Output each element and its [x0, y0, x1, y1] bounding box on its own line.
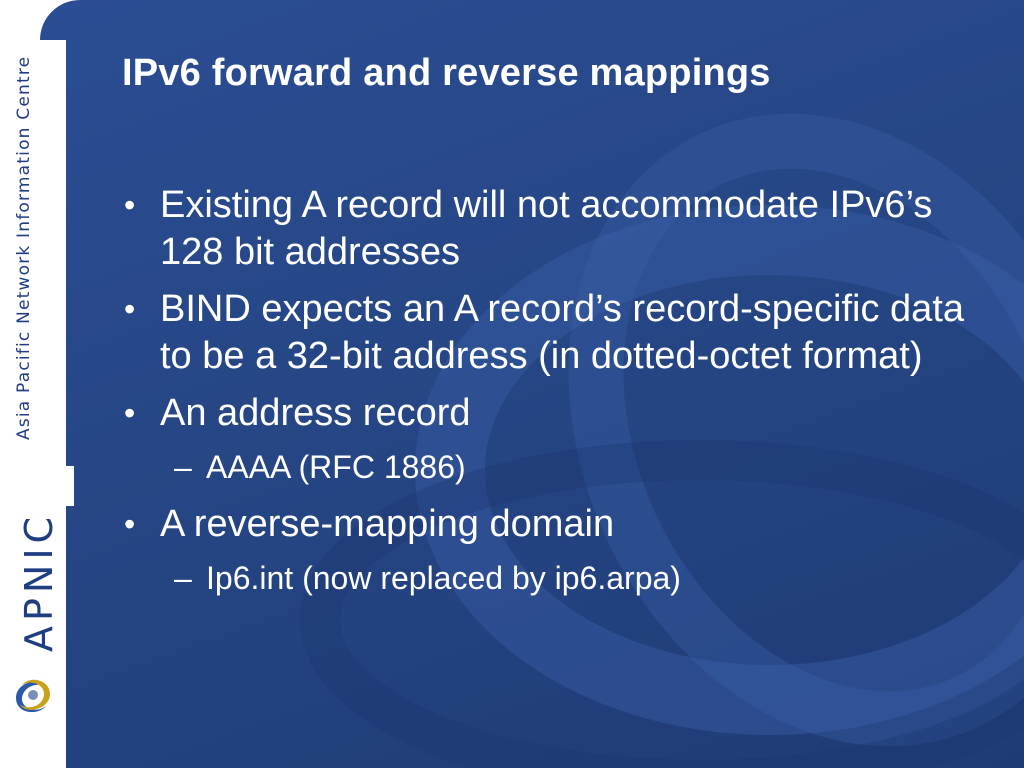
bullet-list: • Existing A record will not accommodate…	[118, 182, 978, 612]
slide-title: IPv6 forward and reverse mappings	[122, 52, 771, 94]
brand-wordmark: APNIC	[17, 511, 61, 652]
apnic-swirl-logo-icon	[16, 679, 50, 713]
sub-bullet-item: – Ip6.int (now replaced by ip6.arpa)	[118, 558, 978, 598]
sub-bullet-text: AAAA (RFC 1886)	[206, 449, 466, 485]
bullet-text: Existing A record will not accommodate I…	[160, 184, 933, 273]
bullet-mark: •	[124, 291, 136, 327]
sidebar-notch	[44, 466, 74, 506]
bullet-text: A reverse-mapping domain	[160, 503, 615, 545]
dash-mark: –	[174, 560, 192, 596]
bullet-mark: •	[124, 395, 136, 431]
organization-tagline: Asia Pacific Network Information Centre	[14, 55, 34, 440]
branding-sidebar	[0, 0, 66, 768]
bullet-item: • BIND expects an A record’s record-spec…	[118, 286, 978, 380]
sub-bullet-item: – AAAA (RFC 1886)	[118, 447, 978, 487]
dash-mark: –	[174, 449, 192, 485]
bullet-item: • A reverse-mapping domain	[118, 501, 978, 548]
bullet-item: • An address record	[118, 390, 978, 437]
bullet-text: BIND expects an A record’s record-specif…	[160, 288, 965, 377]
bullet-mark: •	[124, 506, 136, 542]
sub-bullet-text: Ip6.int (now replaced by ip6.arpa)	[206, 560, 681, 596]
bullet-text: An address record	[160, 392, 471, 434]
bullet-item: • Existing A record will not accommodate…	[118, 182, 978, 276]
sidebar-top-curve	[40, 0, 80, 40]
bullet-mark: •	[124, 187, 136, 223]
